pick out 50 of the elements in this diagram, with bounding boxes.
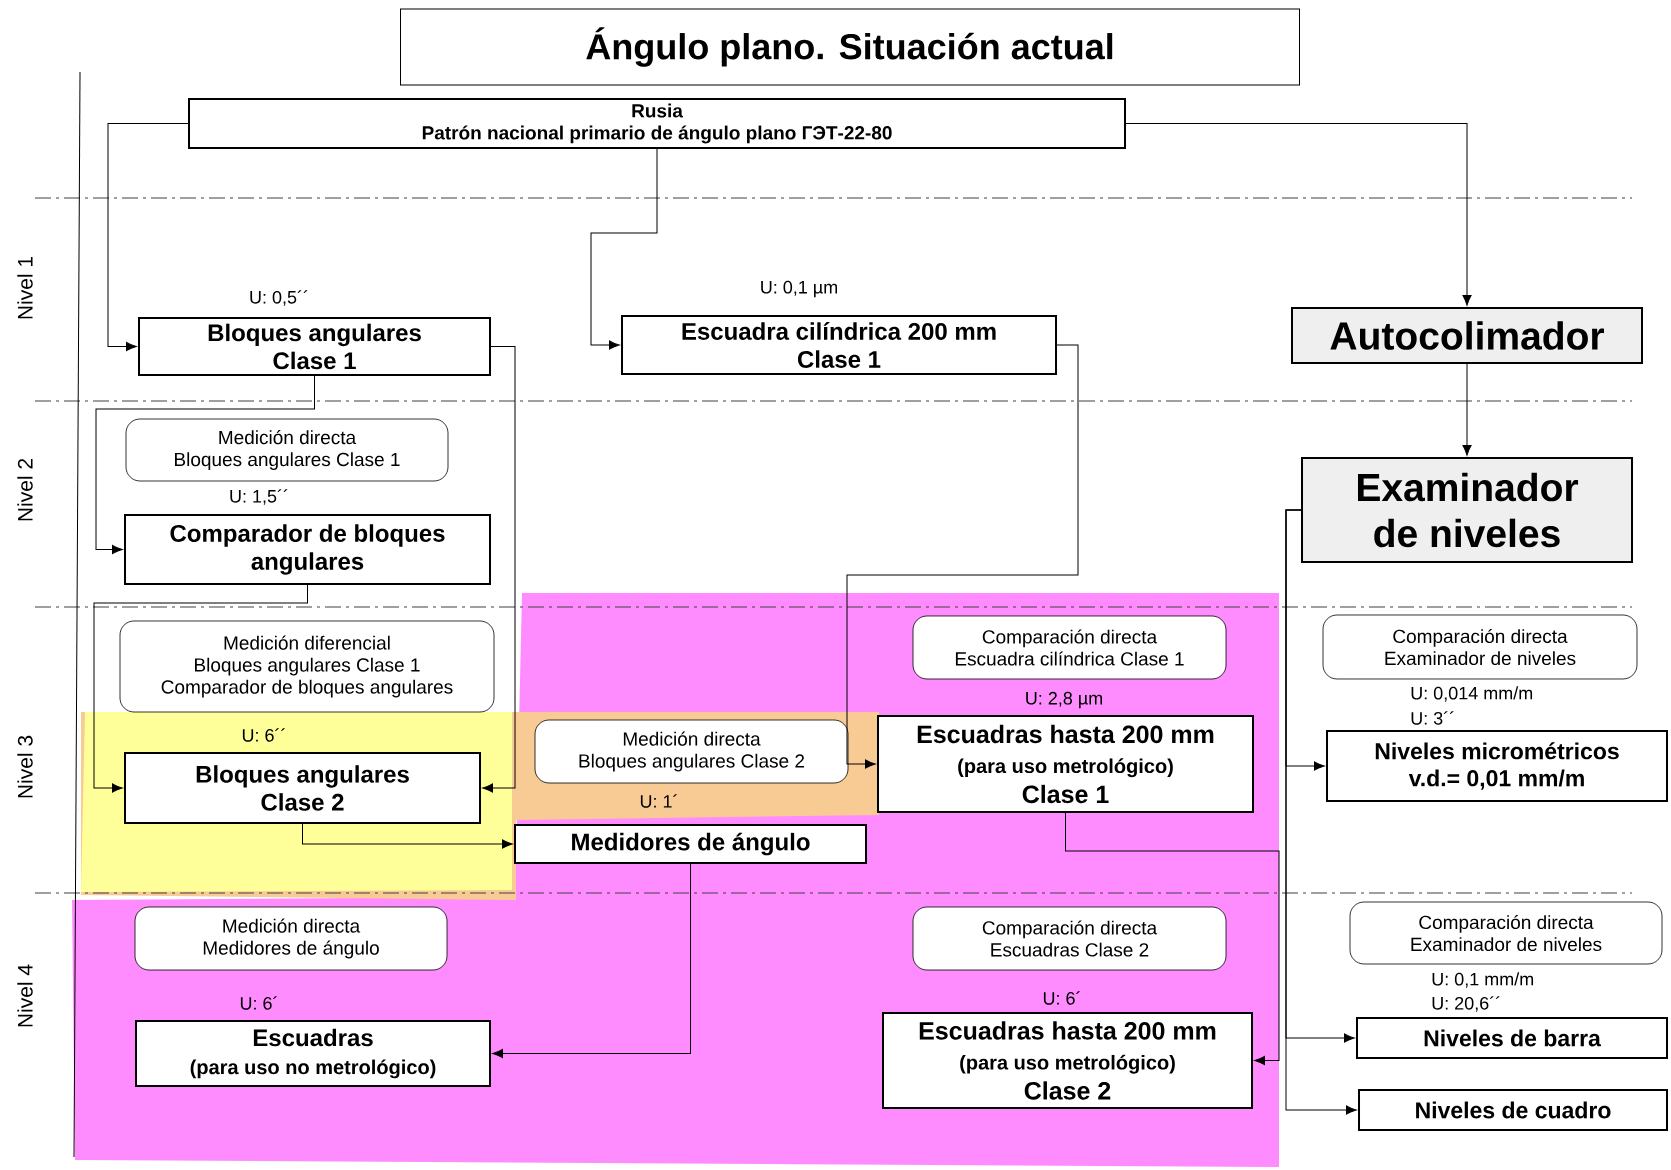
process-box: Escuadras (para uso no metrológico)	[135, 1020, 491, 1087]
uncertainty-label: U: 1´	[640, 794, 677, 808]
arrow	[302, 823, 513, 849]
arrow	[590, 148, 658, 350]
process-box: Medidores de ángulo	[514, 824, 867, 864]
method-note: Comparación directa Escuadras Clase 2	[912, 906, 1227, 971]
method-note: Comparación directa Examinador de niveles	[1322, 614, 1638, 680]
uncertainty-label: U: 0,014 mm/m	[1411, 686, 1533, 702]
process-box: Escuadras hasta 200 mm (para uso metrológico) Clase 2	[882, 1012, 1253, 1109]
uncertainty-label: U: 20,6´´	[1432, 996, 1500, 1012]
uncertainty-label: U: 0,1 mm/m	[1432, 972, 1534, 988]
process-box: Bloques angulares Clase 2	[124, 752, 481, 824]
level-label: Nivel 3	[17, 735, 33, 798]
uncertainty-label: U: 1,5´´	[230, 489, 288, 505]
method-note: Medición diferencial Bloques angulares Clase 1 Comparador de bloques angulares	[119, 620, 495, 713]
instrument-box: Autocolimador	[1291, 307, 1643, 364]
uncertainty-label: U: 6´´	[242, 728, 285, 742]
arrow	[95, 375, 315, 555]
title-box: Ángulo plano. Situación actual	[400, 8, 1300, 86]
method-note: Medición directa Medidores de ángulo	[134, 906, 448, 971]
method-note: Comparación directa Escuadra cilíndrica Clase 1	[912, 615, 1227, 680]
method-note: Medición directa Bloques angulares Clase 2	[534, 719, 849, 784]
process-box: Escuadra cilíndrica 200 mm Clase 1	[621, 315, 1057, 375]
process-box: Bloques angulares Clase 1	[138, 317, 491, 376]
process-box: Niveles de cuadro	[1358, 1089, 1668, 1131]
arrow	[1125, 123, 1472, 306]
uncertainty-label: U: 6´	[1043, 991, 1080, 1005]
process-box: Rusia Patrón nacional primario de ángulo plano ГЭТ-22-80	[188, 98, 1126, 149]
arrow	[1462, 363, 1472, 456]
arrow	[482, 346, 516, 793]
uncertainty-label: U: 2,8 µm	[1026, 691, 1102, 709]
level-label: Nivel 4	[17, 964, 33, 1027]
arrow	[492, 863, 691, 1059]
method-note: Comparación directa Examinador de niveles	[1349, 901, 1663, 965]
process-box: Niveles de barra	[1356, 1017, 1668, 1059]
uncertainty-label: U: 6´	[240, 996, 277, 1010]
arrow	[93, 584, 308, 793]
process-box: Comparador de bloques angulares	[124, 514, 491, 585]
arrow	[107, 123, 189, 352]
level-label: Nivel 2	[17, 459, 33, 521]
uncertainty-label: U: 0,1 µm	[761, 280, 837, 298]
level-label: Nivel 1	[17, 256, 33, 319]
instrument-box: Examinador de niveles	[1301, 457, 1633, 563]
process-box: Escuadras hasta 200 mm (para uso metrológico) Clase 1	[877, 715, 1254, 813]
method-note: Medición directa Bloques angulares Clase 1	[125, 418, 449, 482]
process-box: Niveles micrométricos v.d.= 0,01 mm/m	[1326, 730, 1668, 802]
uncertainty-label: U: 0,5´´	[250, 290, 308, 306]
arrow	[846, 344, 1079, 769]
arrow	[1065, 812, 1280, 1066]
uncertainty-label: U: 3´´	[1411, 711, 1454, 725]
